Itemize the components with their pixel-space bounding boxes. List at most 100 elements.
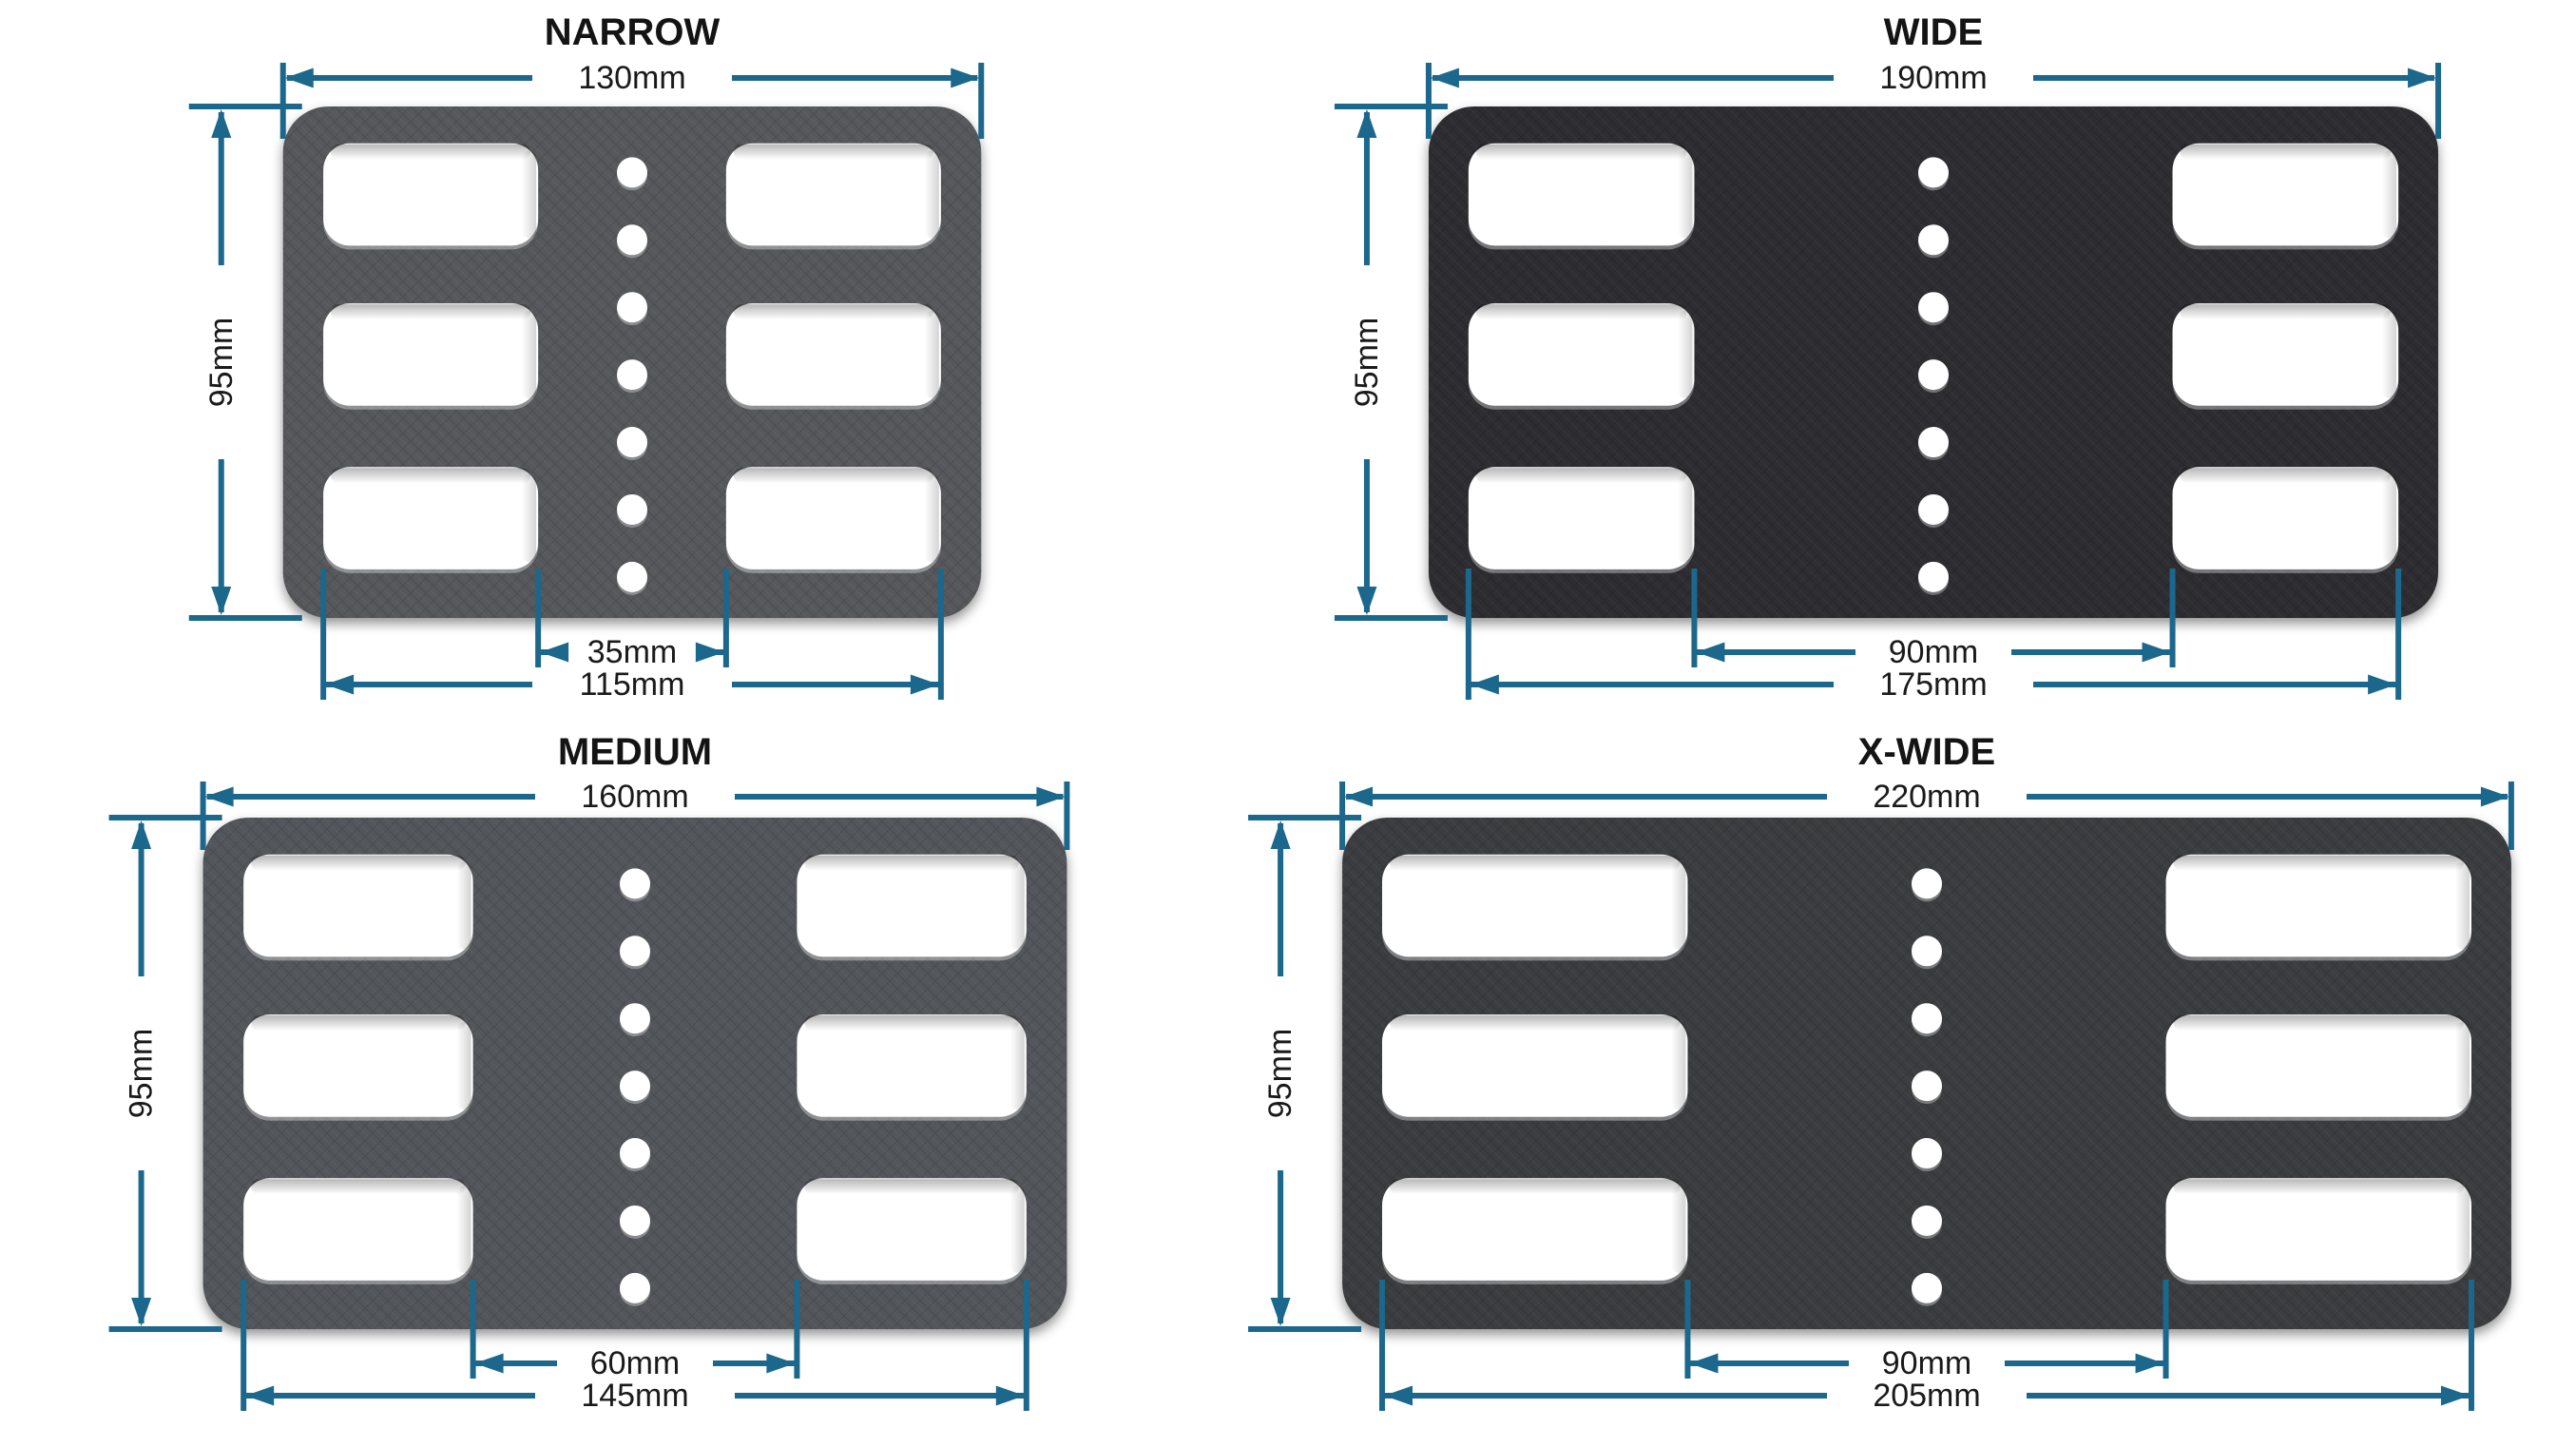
slot-cutout [1468, 303, 1695, 406]
slot-cutout [797, 1178, 1027, 1281]
mounting-hole [617, 561, 647, 592]
mounting-hole [1912, 868, 1942, 899]
slot-inner-shadow [1678, 474, 1693, 562]
mounting-hole [1912, 1205, 1942, 1236]
outer-spacing-label: 175mm [1879, 666, 1987, 703]
slot-inner-shadow [1390, 855, 1681, 871]
width-dimension-label: 160mm [581, 779, 688, 815]
mounting-hole [620, 868, 650, 899]
inner-spacing-label: 35mm [587, 634, 677, 670]
slot-inner-shadow [2180, 468, 2392, 484]
mounting-hole [1912, 1071, 1942, 1102]
mounting-hole [1912, 1003, 1942, 1034]
plate-title: MEDIUM [558, 731, 712, 773]
slot-inner-shadow [1671, 861, 1686, 950]
arrowhead [131, 1298, 152, 1326]
width-dimension: 220mm [1339, 779, 2514, 850]
slot-inner-shadow [924, 311, 939, 398]
mounting-hole [617, 292, 647, 323]
slot-inner-shadow [331, 468, 531, 484]
arrowhead [1270, 820, 1291, 849]
slot-inner-shadow [733, 144, 933, 160]
height-dimension-label: 95mm [1349, 318, 1385, 407]
mounting-hole [620, 1138, 650, 1169]
slot-inner-shadow [456, 1186, 471, 1273]
width-dimension-label: 190mm [1879, 60, 1987, 96]
slot-cutout [2165, 1014, 2471, 1117]
slot-inner-shadow [331, 304, 531, 320]
mounting-hole [617, 224, 647, 256]
arrowhead [1696, 642, 1725, 663]
slot-cutout [323, 467, 539, 569]
slot-inner-shadow [924, 150, 939, 239]
mounting-hole [620, 1205, 650, 1236]
arrowhead [951, 68, 980, 88]
height-dimension: 95mm [1334, 104, 1448, 621]
arrowhead [766, 1353, 796, 1374]
slot-inner-shadow [1678, 150, 1693, 239]
slot-inner-shadow [251, 855, 466, 871]
arrowhead [2135, 1353, 2164, 1374]
slot-inner-shadow [1678, 311, 1693, 398]
slot-cutout [725, 143, 941, 246]
arrowhead [1356, 587, 1377, 615]
plate-title: NARROW [545, 11, 721, 53]
arrowhead [1356, 109, 1377, 138]
slot-inner-shadow [1671, 1022, 1686, 1109]
slot-inner-shadow [522, 474, 537, 562]
arrowhead [474, 1353, 504, 1374]
arrowhead [245, 1385, 275, 1406]
plate-body [1342, 818, 2511, 1329]
slot-cutout [797, 854, 1027, 957]
slot-inner-shadow [2454, 1022, 2470, 1109]
mounting-hole [620, 936, 650, 967]
slot-cutout [1468, 143, 1695, 246]
slot-cutout [2172, 143, 2399, 246]
arrowhead [211, 109, 232, 138]
slot-inner-shadow [2454, 861, 2470, 950]
arrowhead [540, 642, 569, 663]
slot-inner-shadow [2180, 304, 2392, 320]
mounting-hole [617, 493, 647, 525]
slot-inner-shadow [522, 150, 537, 239]
slot-inner-shadow [2382, 150, 2397, 239]
arrowhead [2408, 68, 2437, 88]
slot-inner-shadow [733, 468, 933, 484]
plate-title: X-WIDE [1858, 731, 1995, 773]
arrowhead [1036, 786, 1066, 807]
arrowhead [2368, 674, 2397, 695]
inner-spacing-label: 90mm [1889, 634, 1978, 670]
height-dimension-label: 95mm [203, 318, 240, 407]
mounting-hole [1918, 292, 1949, 323]
arrowhead [2480, 786, 2509, 807]
mounting-hole [617, 359, 647, 391]
mounting-hole [620, 1071, 650, 1102]
plate-body [282, 106, 982, 618]
arrowhead [2440, 1385, 2470, 1406]
slot-cutout [243, 1178, 473, 1281]
slot-inner-shadow [1671, 1186, 1686, 1273]
slot-inner-shadow [2454, 1186, 2470, 1273]
outer-spacing-label: 115mm [580, 666, 685, 703]
slot-inner-shadow [1475, 468, 1687, 484]
mounting-hole [1912, 1138, 1942, 1169]
slot-inner-shadow [804, 1179, 1019, 1195]
inner-spacing-label: 60mm [590, 1345, 680, 1381]
arrowhead [325, 674, 355, 695]
slot-inner-shadow [456, 861, 471, 950]
arrowhead [1344, 786, 1374, 807]
slot-inner-shadow [522, 311, 537, 398]
width-dimension: 130mm [279, 60, 985, 139]
slot-inner-shadow [2382, 474, 2397, 562]
plate-body [1428, 106, 2439, 618]
slot-cutout [2172, 467, 2399, 569]
width-dimension-label: 220mm [1873, 779, 1980, 815]
slot-inner-shadow [2180, 144, 2392, 160]
mounting-hole [620, 1003, 650, 1034]
